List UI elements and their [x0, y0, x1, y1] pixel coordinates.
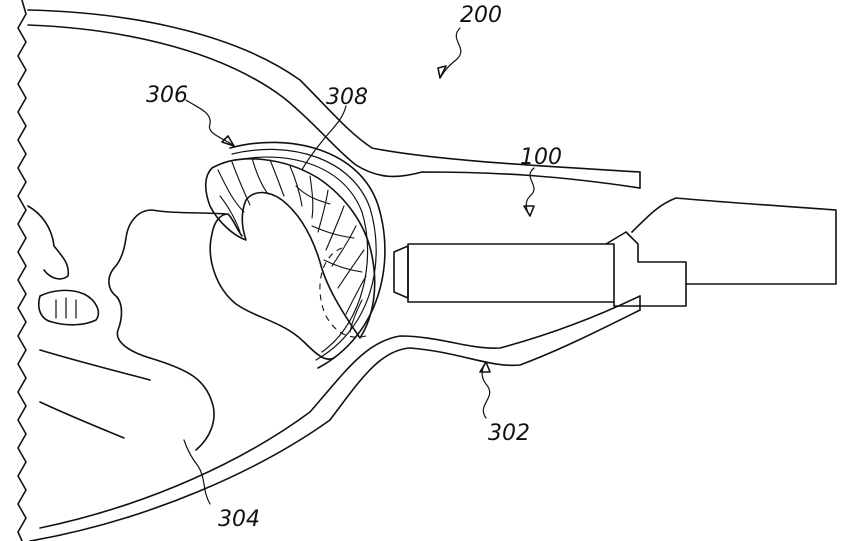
scope-sheath	[606, 232, 686, 306]
fetus-face	[109, 210, 226, 358]
fetus-body	[150, 358, 214, 450]
arrow-100	[524, 206, 534, 216]
fetus-shoulder-line	[40, 402, 124, 438]
scope-tube	[408, 244, 614, 302]
fetus-head	[210, 214, 334, 359]
break-line	[18, 0, 26, 541]
label-304: 304	[218, 507, 260, 532]
arrow-302	[480, 362, 490, 372]
placenta-inner-arc-2	[236, 157, 368, 352]
label-306: 306	[146, 83, 188, 108]
fetus-hand	[39, 290, 99, 324]
fetus-back-line	[40, 350, 150, 380]
placenta-tissue	[206, 159, 375, 338]
placenta-inner-arc	[232, 149, 376, 360]
fetus-limb-upper	[28, 206, 68, 279]
uterine-wall-lower-inner	[40, 296, 640, 528]
fetus-fingers	[56, 298, 76, 318]
label-308: 308	[326, 85, 368, 110]
scope-tip	[394, 246, 408, 298]
sheath-cannula	[632, 198, 836, 284]
label-200: 200	[460, 3, 502, 28]
arrow-306	[222, 136, 234, 146]
label-302: 302	[488, 421, 530, 446]
leader-306	[186, 100, 234, 146]
label-100: 100	[520, 145, 562, 170]
